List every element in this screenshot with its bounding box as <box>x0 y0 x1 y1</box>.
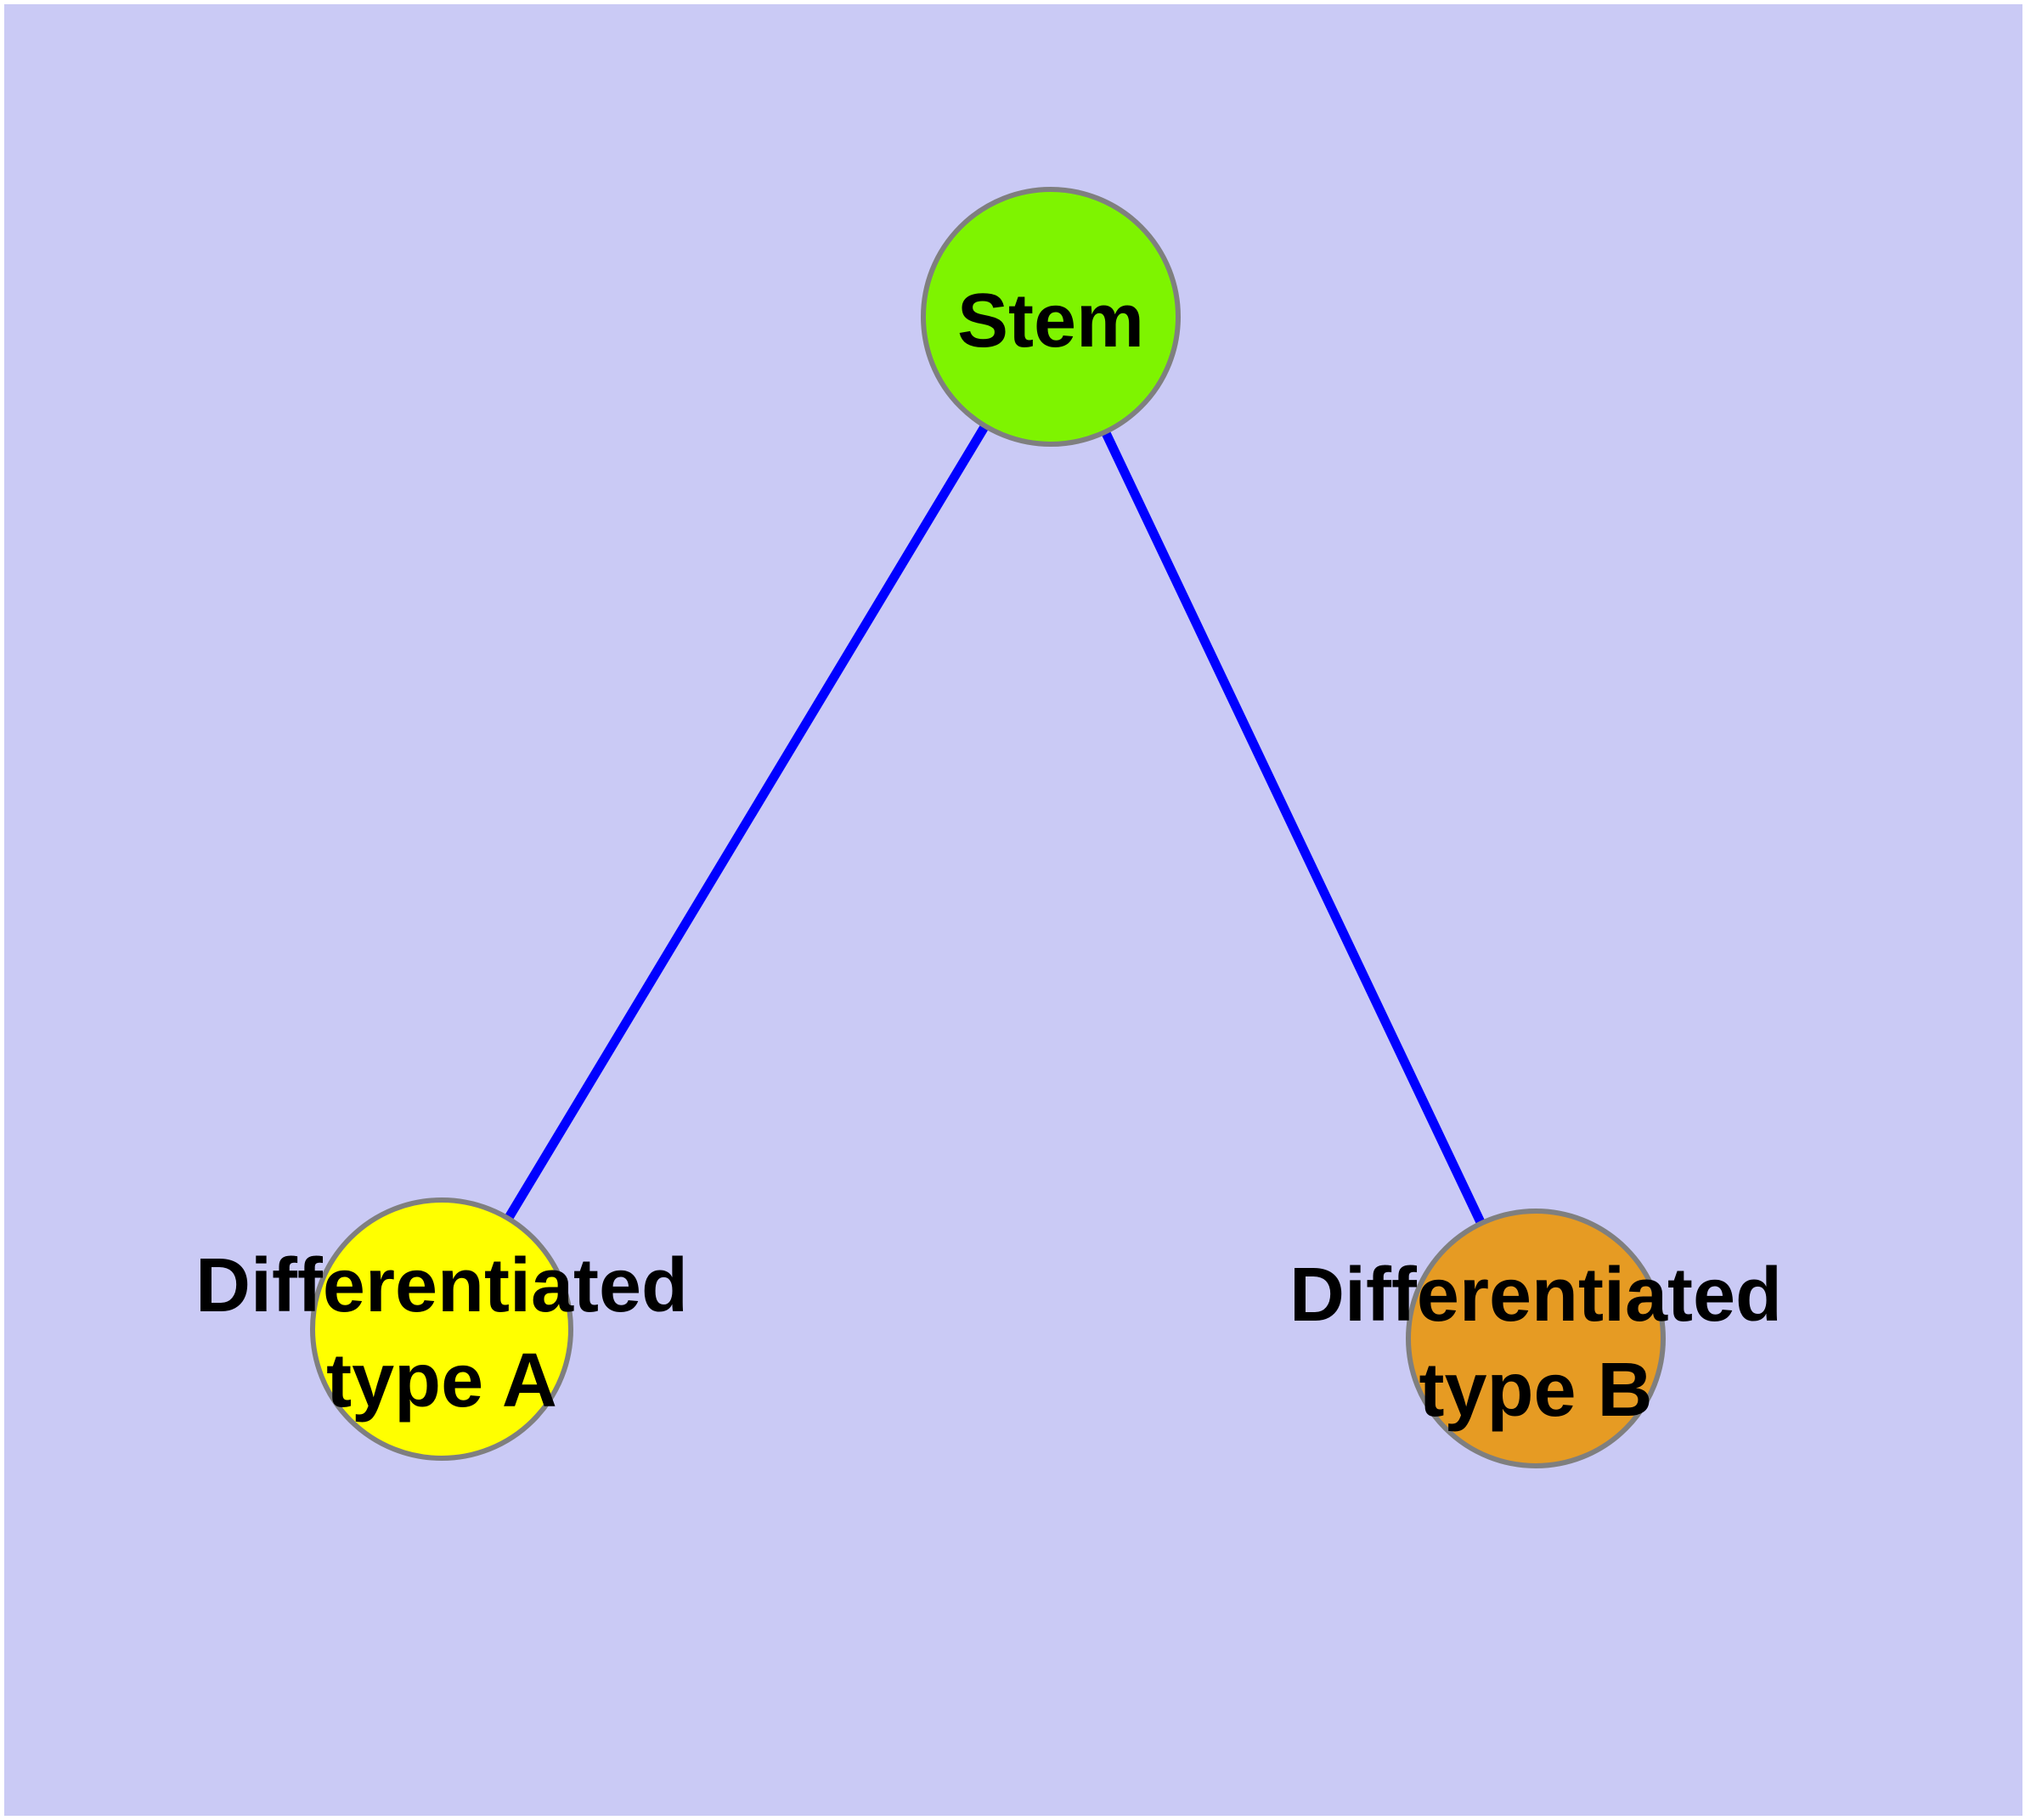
node-diff-a-circle <box>310 1197 573 1461</box>
node-diff-b-label-line-2: type B <box>1419 1348 1652 1433</box>
node-diff-b-label-line-1: Differentiated <box>1289 1253 1782 1338</box>
node-diff-a-label: Differentiated type A <box>195 1243 688 1423</box>
node-diff-a-label-line-2: type A <box>326 1338 557 1423</box>
node-stem-label-line-1: Stem <box>957 279 1144 363</box>
node-stem-circle <box>921 187 1181 447</box>
node-diff-a-label-line-1: Differentiated <box>195 1243 688 1328</box>
node-stem-label: Stem <box>957 279 1144 363</box>
edge-stem-to-diff-b <box>1046 314 1540 1341</box>
edge-stem-to-diff-a <box>437 314 1055 1332</box>
node-diff-b-circle <box>1406 1209 1666 1468</box>
node-diff-b-label: Differentiated type B <box>1289 1253 1782 1433</box>
